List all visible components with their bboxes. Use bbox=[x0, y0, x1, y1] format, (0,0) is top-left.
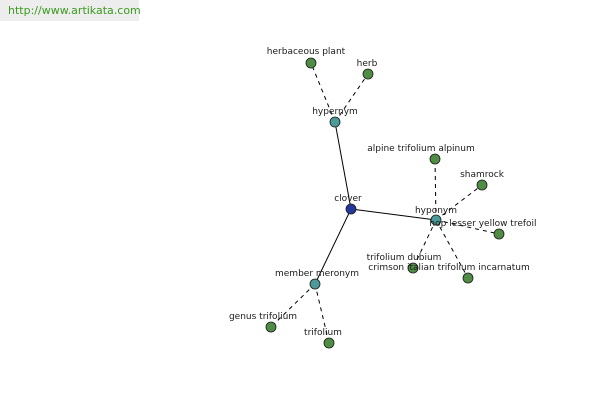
graph-nodes bbox=[265, 57, 505, 349]
node-hop-lesser-yellow-trefoil[interactable] bbox=[493, 228, 505, 240]
node-shamrock[interactable] bbox=[476, 179, 488, 191]
node-label-herbaceous-plant: herbaceous plant bbox=[267, 47, 346, 57]
node-herb[interactable] bbox=[362, 68, 374, 80]
source-bar: http://www.artikata.com bbox=[0, 0, 141, 21]
edge-hypernym-to-herb bbox=[334, 73, 369, 123]
node-alpine-trifolium-alpinum[interactable] bbox=[429, 153, 441, 165]
node-label-hop-lesser-yellow-trefoil: hop lesser yellow trefoil bbox=[429, 219, 536, 229]
node-label-genus-trifolium: genus trifolium bbox=[229, 312, 297, 322]
node-label-member-meronym: member meronym bbox=[275, 269, 359, 279]
node-herbaceous-plant[interactable] bbox=[305, 57, 317, 69]
node-hypernym[interactable] bbox=[329, 116, 341, 128]
edge-hyponym-to-hop-lesser-yellow-trefoil bbox=[435, 219, 500, 235]
node-label-hyponym: hyponym bbox=[415, 206, 457, 216]
node-trifolium[interactable] bbox=[323, 337, 335, 349]
node-clover[interactable] bbox=[345, 203, 357, 215]
node-label-trifolium-dubium: trifolium dubium bbox=[367, 253, 442, 263]
node-label-crimson-italian-trifolium-incarnatum: crimson italian trifolium incarnatum bbox=[368, 263, 529, 273]
node-trifolium-dubium[interactable] bbox=[407, 262, 419, 274]
edge-hyponym-to-shamrock bbox=[435, 184, 483, 221]
node-label-clover: clover bbox=[334, 194, 362, 204]
node-crimson-italian-trifolium-incarnatum[interactable] bbox=[462, 272, 474, 284]
node-genus-trifolium[interactable] bbox=[265, 321, 277, 333]
edge-clover-to-hypernym bbox=[334, 121, 352, 210]
node-label-alpine-trifolium-alpinum: alpine trifolium alpinum bbox=[367, 144, 474, 154]
edge-hyponym-to-crimson-italian-trifolium-incarnatum bbox=[435, 219, 469, 279]
edge-clover-to-hyponym bbox=[350, 208, 437, 221]
source-url-link[interactable]: http://www.artikata.com bbox=[8, 4, 141, 17]
node-hyponym[interactable] bbox=[430, 214, 442, 226]
edge-member-meronym-to-genus-trifolium bbox=[270, 283, 316, 328]
graph-edges bbox=[270, 62, 500, 344]
edge-clover-to-member-meronym bbox=[314, 208, 352, 285]
edge-member-meronym-to-trifolium bbox=[314, 283, 330, 344]
edge-hypernym-to-herbaceous-plant bbox=[310, 62, 336, 123]
edge-hyponym-to-alpine-trifolium-alpinum bbox=[434, 158, 437, 221]
node-label-hypernym: hypernym bbox=[312, 107, 358, 117]
edge-hyponym-to-trifolium-dubium bbox=[412, 219, 437, 269]
node-label-shamrock: shamrock bbox=[460, 170, 505, 180]
node-label-herb: herb bbox=[357, 59, 378, 69]
node-label-trifolium: trifolium bbox=[304, 328, 342, 338]
node-member-meronym[interactable] bbox=[309, 278, 321, 290]
